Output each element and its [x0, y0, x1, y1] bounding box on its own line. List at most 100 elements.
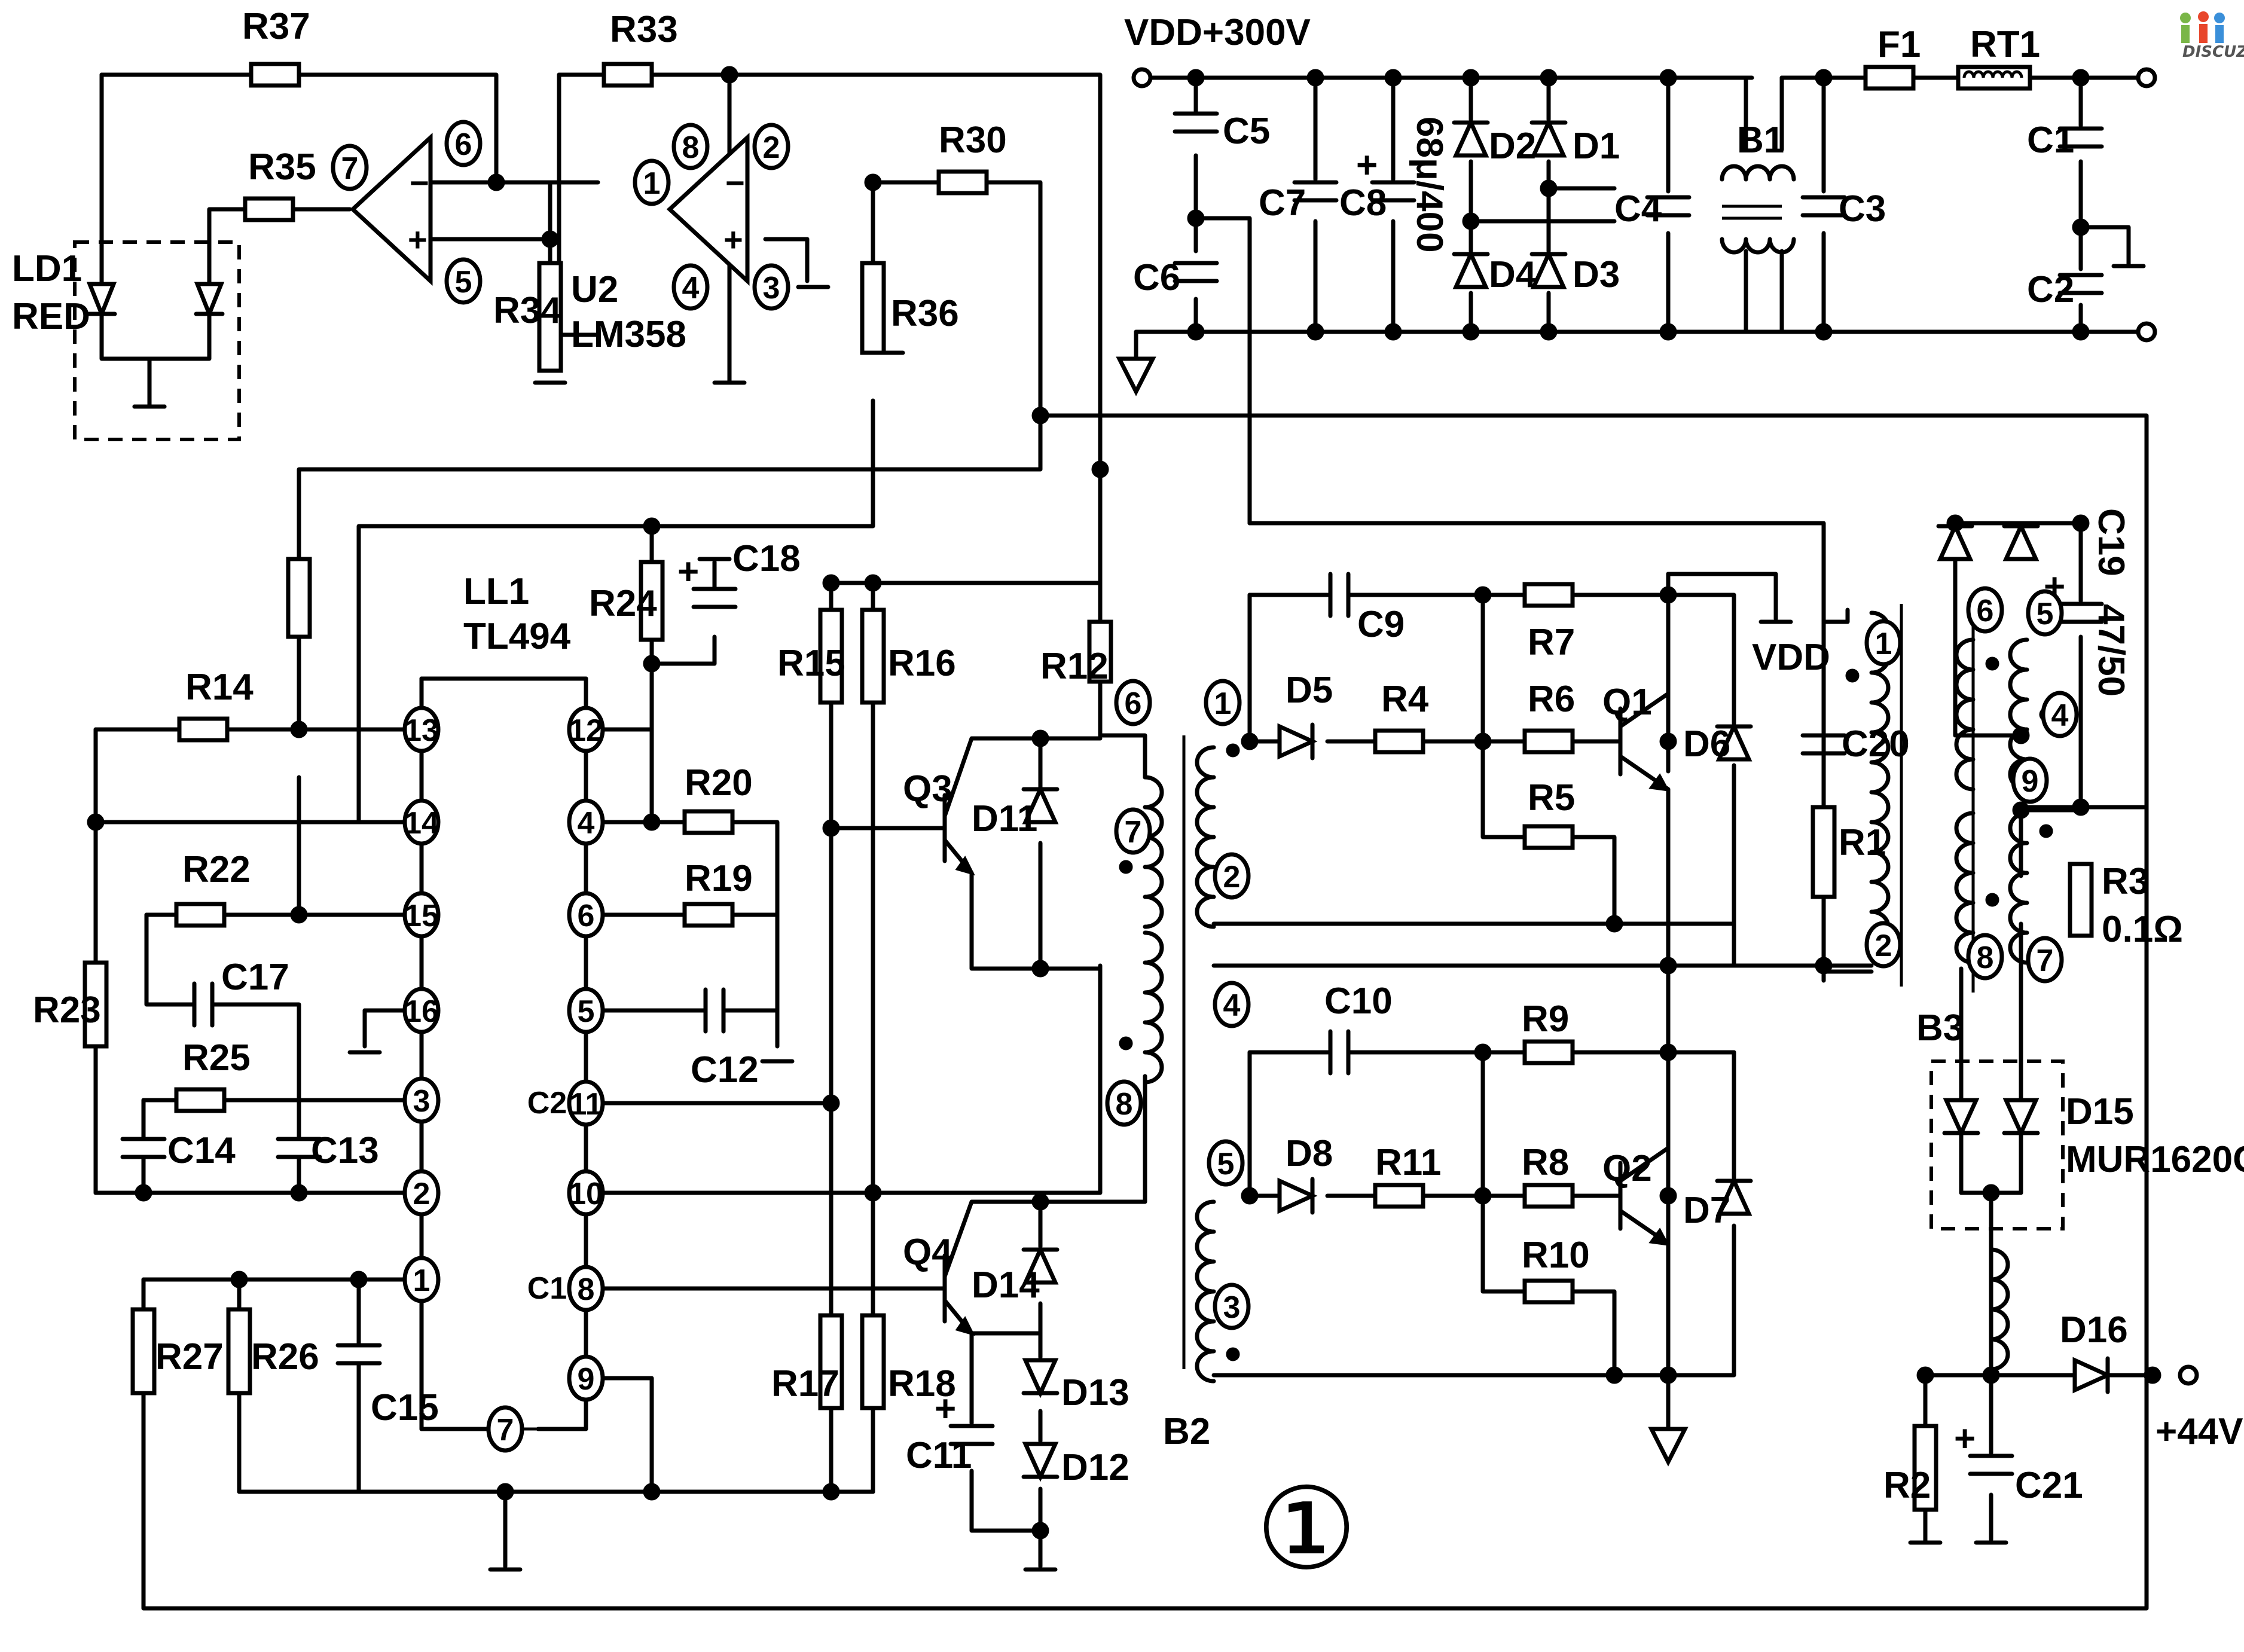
d11-label: D11: [972, 798, 1037, 839]
f1: [1863, 65, 1916, 91]
q3-label: Q3: [903, 768, 952, 810]
junction-dot: [1031, 960, 1049, 978]
d2: [1452, 117, 1490, 158]
r7: [1522, 582, 1575, 608]
tl494-pin-13: 13: [402, 706, 441, 753]
tl494-pin-1: 1: [402, 1256, 441, 1303]
r10: [1522, 1278, 1575, 1305]
tl494-pin-5: 5: [567, 987, 605, 1034]
q2-transistor: [1618, 1050, 1671, 1378]
junction-dot: [1946, 514, 1964, 532]
d6-label: D6: [1683, 723, 1730, 765]
rt1: [1956, 65, 2032, 91]
junction-dot: [1306, 69, 1324, 87]
c18: +: [677, 551, 738, 609]
svg-text:4: 4: [2051, 698, 2069, 733]
figure-number: ①: [1256, 1468, 1357, 1593]
b3-d-right: [2002, 521, 2040, 561]
d12-label: D12: [1061, 1447, 1129, 1488]
tl494-c2-label: C2: [527, 1086, 567, 1120]
b3-winding-6: [1954, 637, 1999, 792]
c9: [1328, 572, 1351, 618]
c9-label: C9: [1357, 604, 1405, 645]
junction-dot: [2012, 801, 2030, 819]
c6-label: C6: [1133, 257, 1180, 298]
c14-label: C14: [167, 1130, 236, 1171]
c17: [192, 981, 215, 1028]
b3-winding-7: [2008, 811, 2053, 965]
r2-label: R2: [1883, 1465, 1931, 1506]
ground-primary: [1116, 356, 1156, 396]
d3: [1529, 249, 1568, 289]
r12: [1087, 619, 1113, 684]
junction-dot: [135, 1184, 152, 1202]
d8-label: D8: [1286, 1133, 1333, 1174]
junction-dot: [2144, 1366, 2161, 1384]
junction-dot: [2072, 798, 2090, 816]
junction-dot: [864, 574, 882, 592]
svg-text:5: 5: [2037, 597, 2054, 631]
r11: [1373, 1183, 1425, 1209]
r35-label: R35: [248, 146, 316, 188]
r24-label: R24: [589, 583, 657, 624]
c4: [1645, 195, 1692, 218]
svg-text:8: 8: [1977, 940, 1994, 975]
junction-dot: [822, 819, 840, 837]
junction-dot: [1306, 323, 1324, 341]
svg-text:4: 4: [682, 271, 700, 306]
junction-dot: [1659, 69, 1677, 87]
svg-text:16: 16: [404, 994, 439, 1029]
ld1-label: LD1: [12, 248, 82, 289]
junction-dot: [720, 66, 738, 84]
svg-text:7: 7: [341, 151, 359, 186]
vdd-label: VDD: [1752, 637, 1830, 678]
junction-dot: [1474, 732, 1492, 750]
r30: [936, 169, 989, 196]
r6: [1522, 728, 1575, 755]
c8: +: [1356, 145, 1416, 203]
svg-text:9: 9: [2022, 764, 2039, 799]
r19-label: R19: [685, 858, 753, 899]
c8-value-label: 68μ/400: [1409, 117, 1450, 253]
junction-dot: [643, 517, 661, 535]
junction-dot: [864, 173, 882, 191]
junction-dot: [2072, 218, 2090, 236]
tl494-pin-10: 10: [567, 1169, 605, 1217]
c2-label: C2: [2027, 269, 2074, 310]
d4: [1452, 249, 1490, 289]
r3: [2068, 862, 2094, 938]
junction-dot: [1982, 1184, 2000, 1202]
watermark-text: DISCUZ!: [2182, 43, 2244, 61]
junction-dot: [1659, 1187, 1677, 1205]
tl494-pin-6: 6: [567, 891, 605, 939]
c8-label: C8: [1339, 182, 1387, 224]
opamp-b: − +: [666, 133, 750, 286]
r22: [174, 902, 227, 928]
d7-label: D7: [1683, 1190, 1730, 1231]
junction-dot: [541, 230, 559, 248]
tl494-label: TL494: [463, 616, 571, 657]
ground-q2: [1648, 1427, 1689, 1467]
r18: [860, 1313, 886, 1410]
b1-label: B1: [1737, 120, 1784, 161]
junction-dot: [1815, 957, 1833, 975]
d12: [1021, 1442, 1060, 1482]
b3-label: B3: [1916, 1007, 1964, 1049]
b2-primary-2: [1195, 1199, 1240, 1384]
c7: [1292, 180, 1339, 203]
c10-label: C10: [1324, 981, 1393, 1022]
b1-winding-bottom: [1720, 237, 1796, 255]
d1: [1529, 117, 1568, 158]
c13-label: C13: [311, 1130, 379, 1171]
junction-dot: [1241, 1187, 1259, 1205]
svg-text:12: 12: [569, 713, 603, 748]
ll1-label: LL1: [463, 571, 529, 612]
tl494-pin-12: 12: [567, 706, 605, 753]
drive-winding-number-6: 6: [1114, 679, 1152, 726]
junction-dot: [1187, 69, 1205, 87]
r16: [860, 607, 886, 705]
svg-text:+: +: [1954, 1418, 1976, 1459]
junction-dot: [487, 173, 505, 191]
ld1-package: [73, 240, 241, 441]
